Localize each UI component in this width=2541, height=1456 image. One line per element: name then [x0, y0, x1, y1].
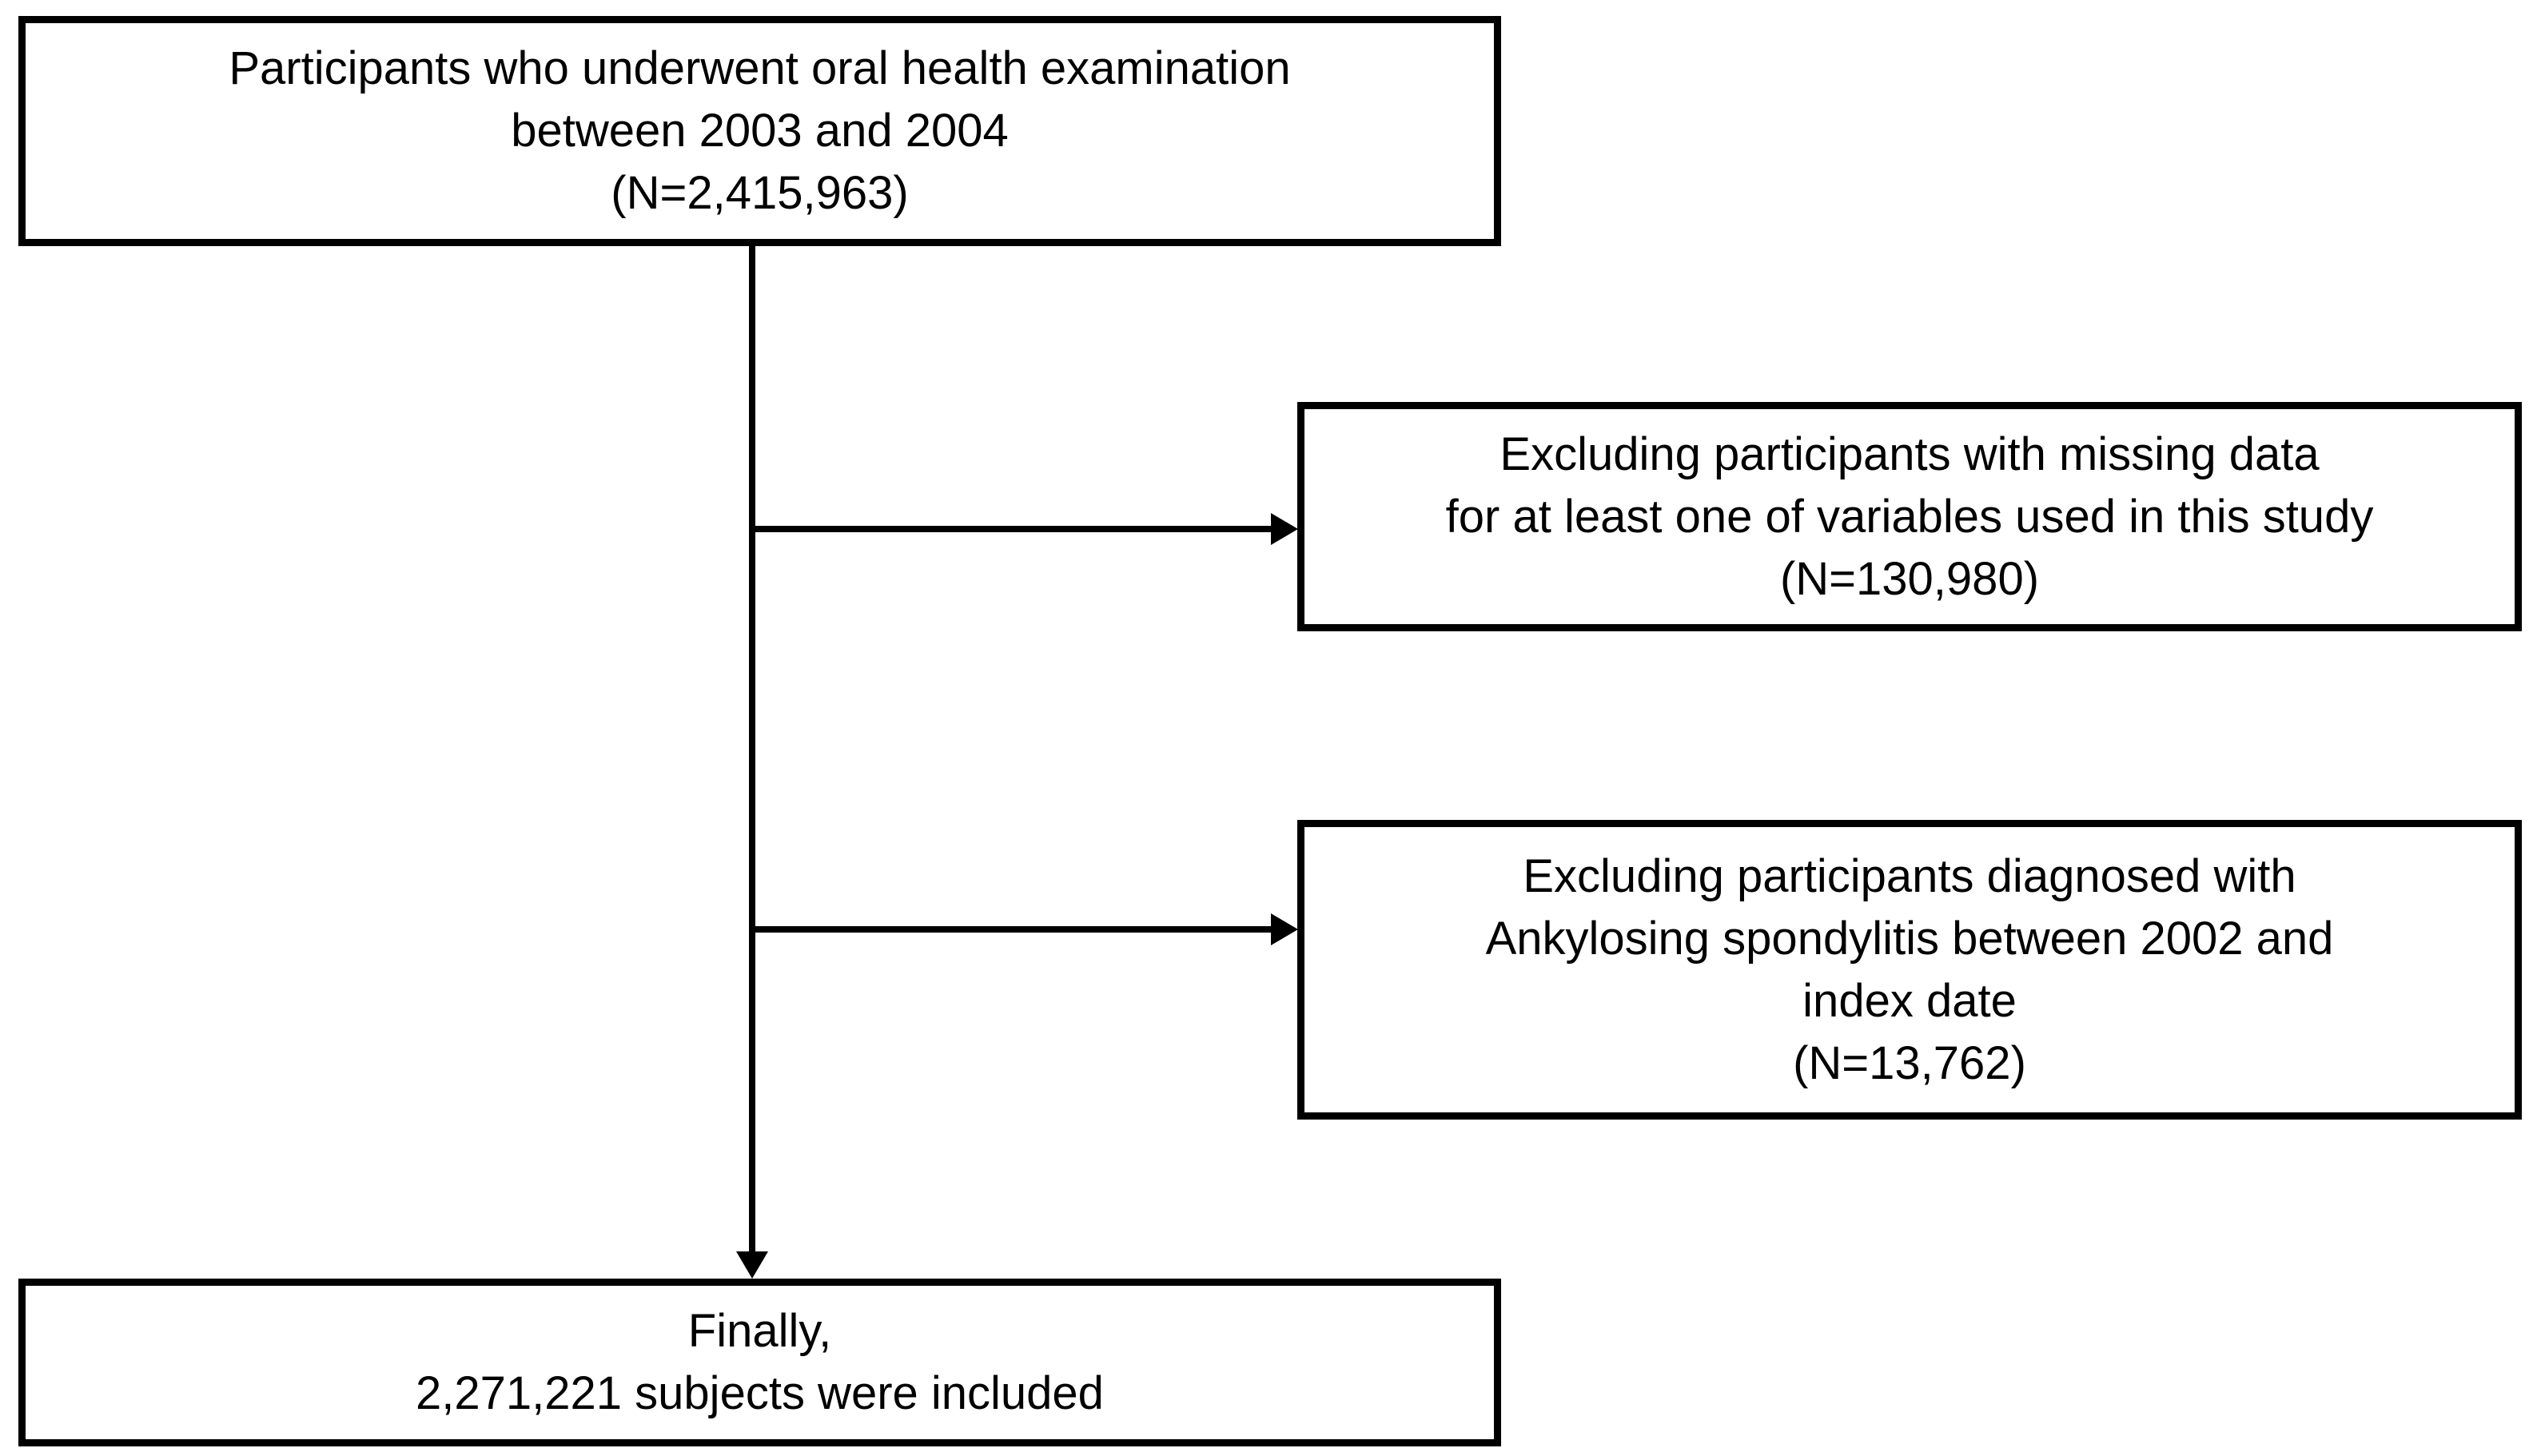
exclusion-spondylitis-box: Excluding participants diagnosed with An… — [1297, 820, 2522, 1120]
exclusion-missing-data-count: (N=130,980) — [1779, 552, 2040, 605]
source-population-count: (N=2,415,963) — [611, 167, 909, 219]
final-included-text-line: Finally, — [687, 1305, 832, 1357]
exclusion-spondylitis-text-line: Excluding participants diagnosed with — [1523, 849, 2296, 902]
source-population-box: Participants who underwent oral health e… — [18, 16, 1501, 246]
exclusion-spondylitis-text-line: Ankylosing spondylitis between 2002 and — [1485, 912, 2334, 965]
exclusion-2-branch-line — [752, 926, 1273, 933]
final-included-count: 2,271,221 subjects were included — [416, 1367, 1104, 1419]
exclusion-spondylitis-count: (N=13,762) — [1793, 1036, 2026, 1089]
exclusion-missing-data-text-line: Excluding participants with missing data — [1500, 428, 2320, 480]
arrow-down-icon — [736, 1251, 768, 1279]
source-population-text-line: Participants who underwent oral health e… — [229, 42, 1291, 94]
final-included-box: Finally, 2,271,221 subjects were include… — [18, 1279, 1501, 1446]
source-population-text-line: between 2003 and 2004 — [511, 105, 1009, 157]
main-flow-line — [749, 245, 755, 1253]
arrow-right-icon — [1271, 513, 1298, 545]
exclusion-missing-data-text-line: for at least one of variables used in th… — [1445, 490, 2374, 543]
exclusion-spondylitis-text-line: index date — [1802, 974, 2017, 1027]
exclusion-1-branch-line — [752, 526, 1273, 532]
arrow-right-icon — [1271, 913, 1298, 945]
exclusion-missing-data-box: Excluding participants with missing data… — [1297, 402, 2522, 631]
